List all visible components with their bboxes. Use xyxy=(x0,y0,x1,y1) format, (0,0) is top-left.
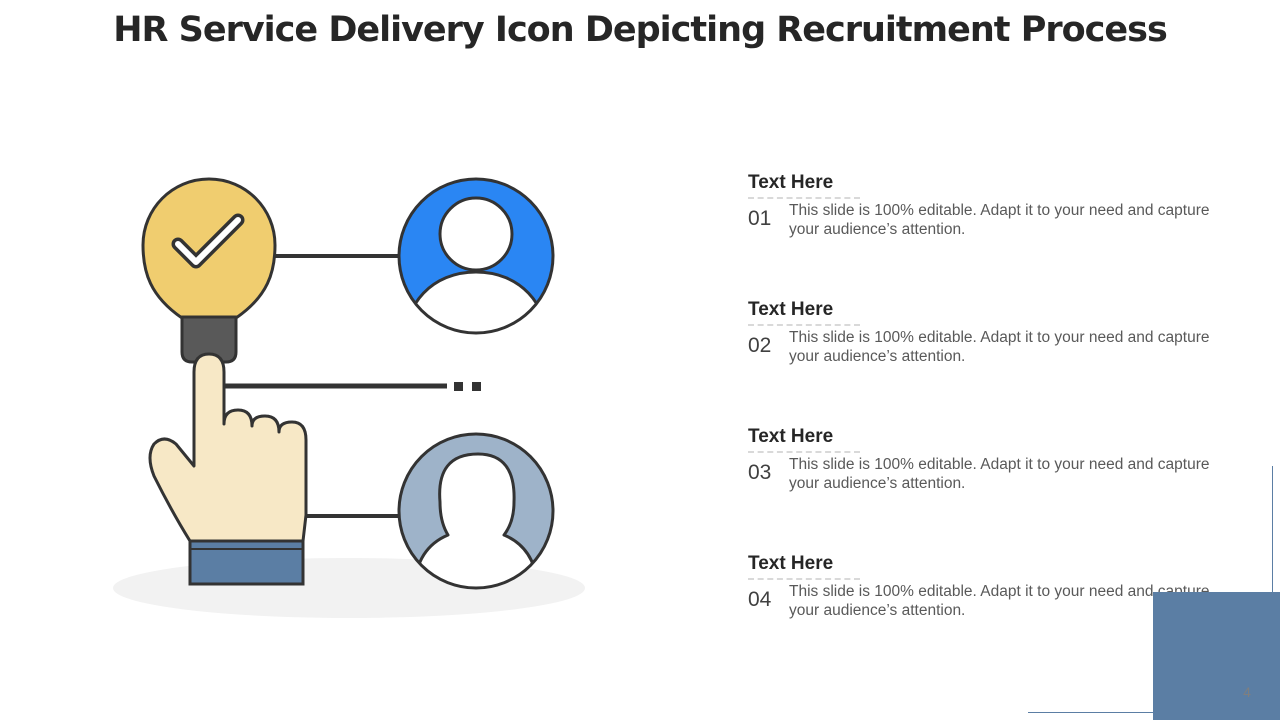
item-heading: Text Here xyxy=(748,299,834,320)
item-number: 01 xyxy=(748,207,772,230)
male-user-icon xyxy=(397,177,555,335)
item-number: 04 xyxy=(748,588,772,611)
item-description: This slide is 100% editable. Adapt it to… xyxy=(789,202,1210,238)
item-description: This slide is 100% editable. Adapt it to… xyxy=(789,456,1210,492)
item-description: This slide is 100% editable. Adapt it to… xyxy=(789,329,1210,365)
connector-dot-1 xyxy=(454,382,463,391)
corner-accent-line-vertical xyxy=(1272,466,1273,592)
connector-dot-2 xyxy=(472,382,481,391)
corner-accent-line-horizontal xyxy=(1028,712,1153,713)
item-number: 03 xyxy=(748,461,772,484)
item-divider xyxy=(748,324,860,326)
item-heading: Text Here xyxy=(748,426,834,447)
item-heading: Text Here xyxy=(748,553,834,574)
item-number: 02 xyxy=(748,334,772,357)
page-number: 4 xyxy=(1243,684,1251,700)
slide-title: HR Service Delivery Icon Depicting Recru… xyxy=(113,10,1168,50)
item-divider xyxy=(748,578,860,580)
item-divider xyxy=(748,197,860,199)
item-heading: Text Here xyxy=(748,172,834,193)
lightbulb-check-icon xyxy=(141,177,277,364)
recruitment-illustration xyxy=(113,177,585,618)
corner-accent-block xyxy=(1153,592,1280,720)
item-divider xyxy=(748,451,860,453)
item-description: This slide is 100% editable. Adapt it to… xyxy=(789,583,1210,619)
pointing-hand-icon xyxy=(148,352,308,586)
female-user-icon xyxy=(397,432,555,590)
